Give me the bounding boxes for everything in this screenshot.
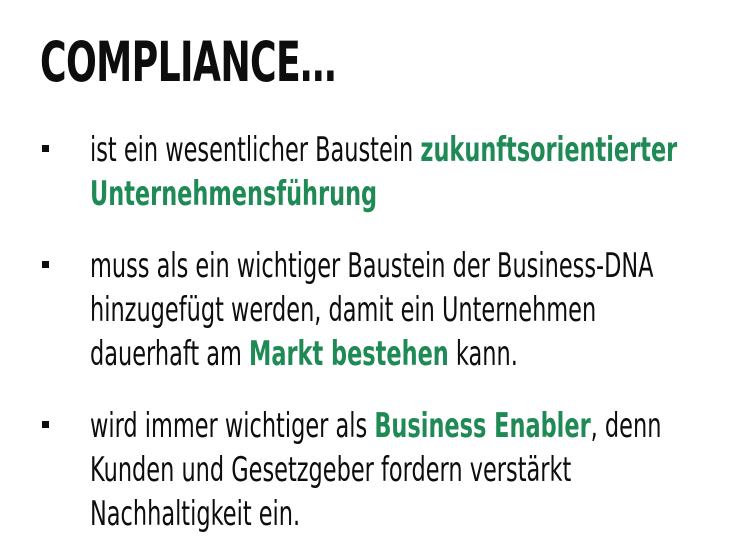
highlight-text: Markt bestehen <box>249 334 449 374</box>
bullet-line: hinzugefügt werden, damit ein Unternehme… <box>90 290 596 330</box>
text-segment: wird immer wichtiger als <box>90 406 375 446</box>
square-bullet-icon <box>42 145 49 152</box>
text-segment: Kunden und Gesetzgeber fordern verstärkt <box>90 450 572 490</box>
text-segment: ist ein wesentlicher Baustein <box>90 130 421 170</box>
bullet-line: muss als ein wichtiger Baustein der Busi… <box>90 246 654 286</box>
bullet-line: ist ein wesentlicher Baustein zukunftsor… <box>90 130 677 170</box>
text-segment: kann. <box>448 334 518 374</box>
bullet-item: muss als ein wichtiger Baustein der Busi… <box>40 246 740 406</box>
square-bullet-icon <box>42 421 49 428</box>
text-segment: , denn <box>590 406 662 446</box>
bullet-line: Unternehmensführung <box>90 174 377 214</box>
slide-title: COMPLIANCE… <box>40 30 336 94</box>
bullet-list: ist ein wesentlicher Baustein zukunftsor… <box>40 130 740 538</box>
text-segment: Nachhaltigkeit ein. <box>90 494 301 534</box>
text-segment: hinzugefügt werden, damit ein Unternehme… <box>90 290 597 330</box>
bullet-line: Nachhaltigkeit ein. <box>90 494 300 534</box>
square-bullet-icon <box>42 261 49 268</box>
bullet-line: dauerhaft am Markt bestehen kann. <box>90 334 518 374</box>
text-segment: muss als ein wichtiger Baustein der Busi… <box>90 246 654 286</box>
highlight-text: Unternehmensführung <box>90 174 378 214</box>
highlight-text: zukunftsorientierter <box>420 130 678 170</box>
bullet-line: Kunden und Gesetzgeber fordern verstärkt <box>90 450 571 490</box>
bullet-line: wird immer wichtiger als Business Enable… <box>90 406 661 446</box>
bullet-item: ist ein wesentlicher Baustein zukunftsor… <box>40 130 740 246</box>
highlight-text: Business Enabler <box>374 406 591 446</box>
text-segment: dauerhaft am <box>90 334 250 374</box>
bullet-item: wird immer wichtiger als Business Enable… <box>40 406 740 538</box>
